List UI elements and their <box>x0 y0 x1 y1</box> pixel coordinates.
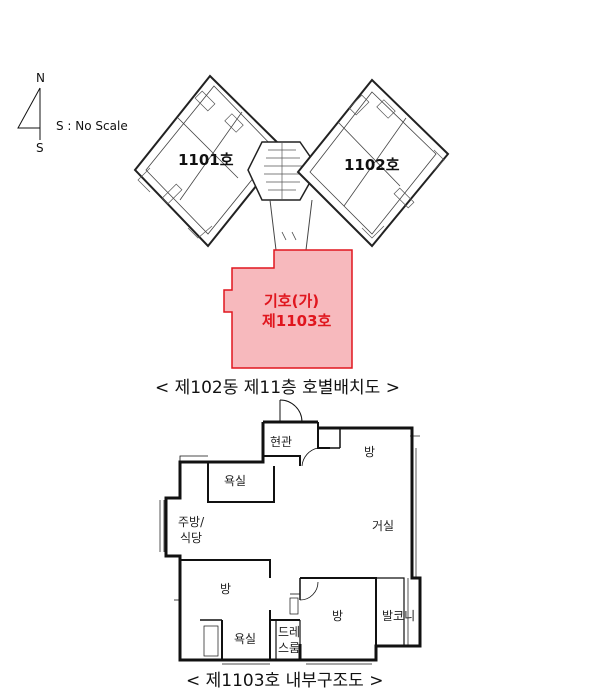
room-bedroom-top-label: 방 <box>364 445 375 459</box>
unit-1102-block: 1102호 <box>296 78 450 248</box>
unit-1101-label: 1101호 <box>178 151 234 169</box>
unit-1102-label: 1102호 <box>344 156 400 174</box>
room-entrance-label: 현관 <box>270 435 292 449</box>
compass: N S S : No Scale <box>17 71 128 155</box>
room-dressroom-label-1: 드레 <box>278 625 300 639</box>
highlighted-unit-label: 기호(가) <box>264 292 319 310</box>
room-balcony-label: 발코니 <box>382 609 415 623</box>
room-bedroom-left-label: 방 <box>220 582 231 596</box>
room-living-label: 거실 <box>372 519 394 533</box>
scale-note: S : No Scale <box>56 119 128 133</box>
highlighted-unit-number: 제1103호 <box>262 312 332 330</box>
compass-north-label: N <box>36 71 45 85</box>
room-bathroom-bottom-label: 욕실 <box>234 632 256 646</box>
highlighted-unit-1103: 기호(가) 제1103호 <box>223 249 353 369</box>
site-plan-caption: < 제102동 제11층 호별배치도 > <box>155 378 400 398</box>
compass-south-label: S <box>36 141 44 155</box>
room-bedroom-center-label: 방 <box>332 609 343 623</box>
room-bathroom-top-label: 욕실 <box>224 474 246 488</box>
compass-arrow-icon <box>17 87 41 140</box>
room-kitchen-label-2: 식당 <box>180 531 202 545</box>
room-labels: 현관 방 욕실 주방/ 식당 거실 방 방 발코니 욕실 드레 스룸 <box>178 435 415 655</box>
floor-plan-caption: < 제1103호 내부구조도 > <box>186 671 383 691</box>
room-dressroom-label-2: 스룸 <box>278 641 300 655</box>
room-kitchen-label-1: 주방/ <box>178 515 205 529</box>
unit-1101-block: 1101호 <box>133 74 287 248</box>
core-stair-block <box>247 141 319 251</box>
unit-interior-plan <box>159 399 422 665</box>
